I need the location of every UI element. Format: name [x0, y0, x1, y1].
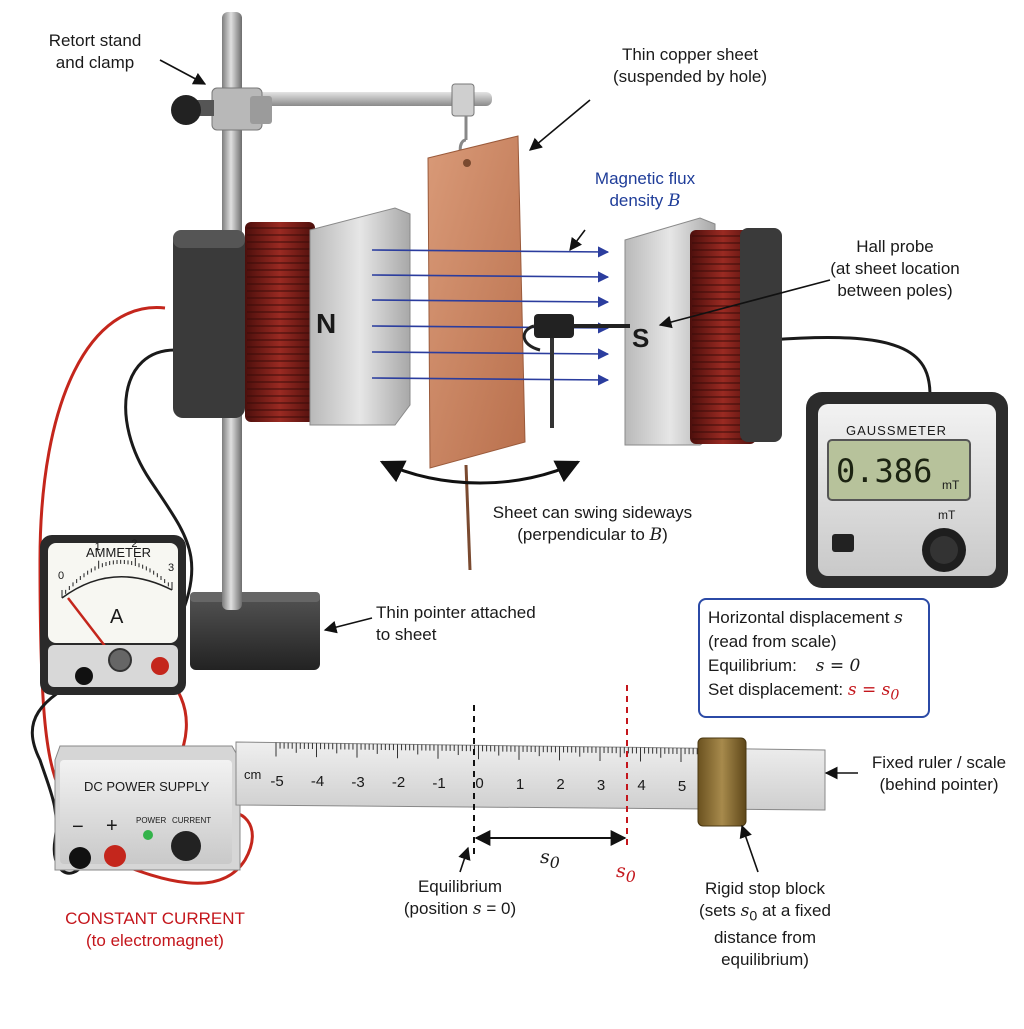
stand-base — [190, 592, 320, 670]
ruler-label: Fixed ruler / scale(behind pointer) — [871, 753, 1007, 794]
power-supply-title: DC POWER SUPPLY — [84, 779, 210, 794]
equilibrium-label: Equilibrium (position s = 0) — [403, 877, 517, 919]
swing-arrow — [379, 460, 581, 485]
left-yoke — [173, 230, 245, 418]
ammeter-tick-label: 3 — [168, 562, 175, 574]
black-wire-magnet — [124, 348, 194, 641]
sheet-pointer — [464, 464, 472, 571]
field-arrow — [371, 296, 610, 308]
ammeter-center-terminal — [108, 648, 132, 672]
ammeter-needle — [67, 597, 109, 651]
supply-power-label: POWER — [136, 816, 167, 825]
clamp-knob-icon — [171, 95, 201, 125]
ammeter-title: AMMETER — [86, 545, 151, 560]
arm-clip — [451, 83, 475, 117]
supply-minus-label: − — [72, 816, 84, 838]
ammeter-tick-label: 0 — [58, 570, 65, 582]
red-wire-supply-loop — [114, 810, 254, 885]
gaussmeter-knob-unit: mT — [938, 508, 956, 522]
copper-sheet — [427, 135, 526, 469]
supply-current-label: CURRENT — [172, 816, 212, 825]
ruler-tick-label: -1 — [432, 774, 446, 792]
displacement-info-box: Horizontal displacement s (read from sca… — [698, 598, 930, 718]
stop-block-label: Rigid stop block (sets s0 at a fixed dis… — [699, 879, 831, 970]
copper-sheet-label: Thin copper sheet(suspended by hole) — [612, 45, 768, 86]
ruler-tick-label: -4 — [310, 773, 325, 791]
sheet-hole — [463, 159, 471, 167]
ammeter-tick-label: 2 — [131, 538, 138, 550]
south-pole-label: S — [632, 323, 650, 353]
ruler-tick-label: -5 — [270, 772, 284, 790]
gaussmeter-display-unit: mT — [942, 478, 960, 492]
s0-position-label: s0 — [616, 860, 636, 886]
right-yoke — [740, 228, 782, 442]
gaussmeter-cable — [769, 336, 932, 396]
ruler-tick-label: -2 — [391, 774, 406, 792]
ammeter-red-terminal — [151, 657, 169, 675]
gaussmeter-button — [832, 534, 854, 552]
field-arrow — [371, 246, 610, 258]
supply-plus-label: + — [106, 815, 118, 837]
ammeter-unit: A — [110, 606, 124, 628]
ruler-tick-label: 2 — [556, 776, 565, 794]
field-arrow — [371, 271, 610, 283]
gaussmeter-title: GAUSSMETER — [846, 423, 948, 438]
ruler-tick-label: -3 — [351, 773, 365, 791]
ammeter-scale-arc — [61, 576, 173, 599]
hall-probe-head — [534, 314, 574, 338]
north-pole-label: N — [316, 308, 337, 339]
ammeter-black-terminal — [75, 667, 93, 685]
ruler-tick-label: 4 — [637, 777, 646, 795]
ruler-unit: cm — [244, 767, 262, 782]
gaussmeter-display — [827, 439, 971, 501]
field-arrow — [371, 374, 610, 386]
supply-negative-terminal — [69, 847, 91, 869]
constant-current-label: CONSTANT CURRENT (to electromagnet) — [65, 909, 245, 950]
ammeter-tick-label: 1 — [94, 540, 101, 553]
s0-span-label: s0 — [540, 846, 560, 872]
hall-probe-label: Hall probe (at sheet location between po… — [830, 237, 960, 300]
ruler-tick-label: 3 — [596, 776, 606, 794]
power-led-icon — [143, 830, 153, 840]
swing-label: Sheet can swing sideways (perpendicular … — [492, 503, 693, 545]
ruler-tick-label: 1 — [515, 775, 525, 793]
current-knob-icon — [171, 831, 201, 861]
ruler-tick-label: 5 — [677, 778, 687, 796]
clamp-arm — [242, 92, 492, 106]
flux-density-label: Magnetic flux density B — [594, 169, 696, 211]
gaussmeter-reading: 0.386 — [836, 452, 933, 490]
supply-positive-terminal — [104, 845, 126, 867]
left-coil — [245, 222, 315, 422]
ruler-tick-label: 0 — [475, 775, 484, 793]
north-pole-piece — [309, 207, 411, 426]
stop-block — [697, 737, 747, 827]
field-arrow — [371, 348, 610, 360]
